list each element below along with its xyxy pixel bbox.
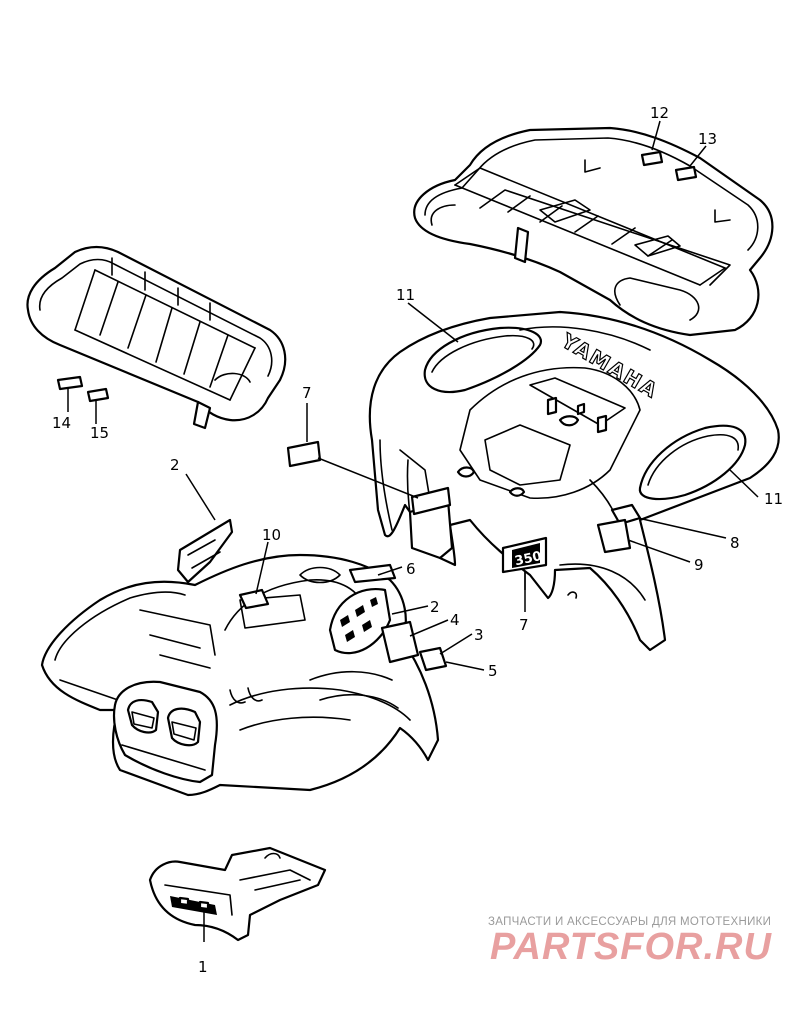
decal-12 <box>640 150 664 167</box>
callout-7-right: 7 <box>519 616 529 634</box>
watermark-caption: ЗАПЧАСТИ И АКСЕССУАРЫ ДЛЯ МОТОТЕХНИКИ <box>488 916 772 928</box>
callout-11-top: 11 <box>396 286 415 304</box>
callout-4: 4 <box>450 611 460 629</box>
callout-11-right: 11 <box>764 490 783 508</box>
decal-13 <box>674 165 698 182</box>
callout-8: 8 <box>730 534 740 552</box>
callout-14: 14 <box>52 414 71 432</box>
emblem-model-text: 350 <box>513 549 543 569</box>
model-emblem: 350 <box>501 536 548 574</box>
watermark-logo: PARTSFOR.RU <box>490 926 772 968</box>
callout-3: 3 <box>474 626 484 644</box>
decal-15 <box>86 387 110 403</box>
callout-2-right: 2 <box>430 598 440 616</box>
callout-numbers: 1 2 2 3 4 5 6 7 7 8 9 10 11 11 12 13 14 … <box>52 104 783 976</box>
callout-9: 9 <box>694 556 704 574</box>
rear-fender: YAMAHA 350 <box>368 310 780 652</box>
callout-15: 15 <box>90 424 109 442</box>
decal-4 <box>380 620 420 664</box>
small-decals <box>56 150 698 672</box>
callout-7-left: 7 <box>302 384 312 402</box>
callout-13: 13 <box>698 130 717 148</box>
callout-1: 1 <box>198 958 208 976</box>
front-fender <box>40 518 440 797</box>
callout-2-left: 2 <box>170 456 180 474</box>
callout-5: 5 <box>488 662 498 680</box>
decal-3 <box>418 646 448 672</box>
decal-7-left <box>286 440 322 468</box>
rear-carrier-rack <box>413 126 774 337</box>
decal-14 <box>56 375 84 391</box>
callout-10: 10 <box>262 526 281 544</box>
callout-12: 12 <box>650 104 669 122</box>
rear-flap-part <box>148 846 327 942</box>
callout-6: 6 <box>406 560 416 578</box>
front-carrier-rack <box>26 246 287 430</box>
